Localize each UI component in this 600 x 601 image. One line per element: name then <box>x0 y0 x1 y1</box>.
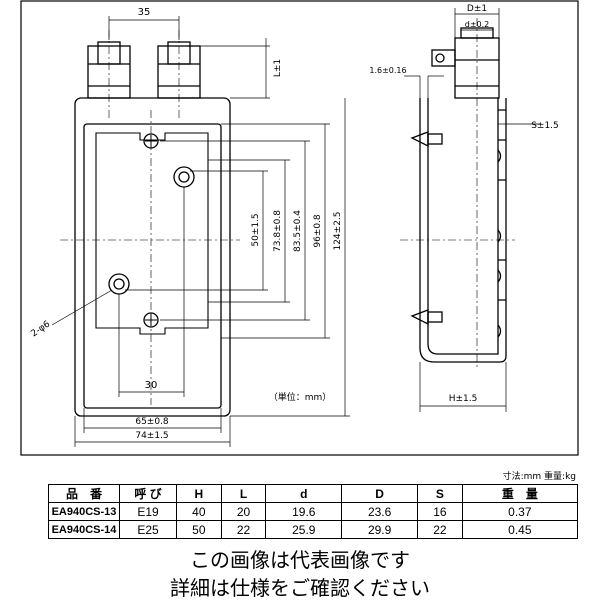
table-row: EA940CS-14 E25 50 22 25.9 29.9 22 0.45 <box>48 520 579 539</box>
cell-S: 16 <box>417 502 463 521</box>
header-H: H <box>176 484 222 503</box>
dim-width-top: 35 <box>138 7 151 18</box>
header-nominal: 呼 び <box>119 484 177 503</box>
cell-nominal: E19 <box>119 502 177 521</box>
header-part-no: 品 番 <box>48 484 120 503</box>
spec-table: 品 番 呼 び H L d D S 重 量 EA940CS-13 E19 40 … <box>48 484 579 539</box>
dim-holes: 2-φ6 <box>30 319 53 339</box>
dim-H: H±1.5 <box>449 394 478 404</box>
table-header-row: 品 番 呼 び H L d D S 重 量 <box>48 484 579 503</box>
cell-D: 29.9 <box>341 520 419 539</box>
header-D: D <box>341 484 419 503</box>
dim-1-6: 1.6±0.16 <box>369 66 406 75</box>
cell-d: 19.6 <box>265 502 343 521</box>
dim-50: 50±1.5 <box>251 213 261 246</box>
check-specs-note: 詳細は仕様をご確認ください <box>170 576 430 600</box>
cell-D: 23.6 <box>341 502 419 521</box>
dim-124: 124±2.5 <box>333 211 343 250</box>
cell-H: 40 <box>176 502 222 521</box>
side-dimensions <box>404 8 540 412</box>
header-S: S <box>417 484 463 503</box>
dim-74: 74±1.5 <box>135 431 168 441</box>
dim-L: L±1 <box>273 59 283 77</box>
representative-image-note: この画像は代表画像です <box>190 548 410 572</box>
cell-part-no: EA940CS-14 <box>48 520 120 539</box>
front-view <box>74 41 231 417</box>
header-L: L <box>220 484 267 503</box>
dim-d: d±0.2 <box>465 20 490 29</box>
dim-83-5: 83.5±0.4 <box>293 210 303 252</box>
cell-weight: 0.45 <box>461 520 579 539</box>
cell-part-no: EA940CS-13 <box>48 502 120 521</box>
units-note: 寸法:mm 重量:kg <box>502 472 576 482</box>
dim-S: S±1.5 <box>531 121 559 131</box>
table-row: EA940CS-13 E19 40 20 19.6 23.6 16 0.37 <box>48 502 579 521</box>
dim-30: 30 <box>145 380 158 391</box>
cell-S: 22 <box>417 520 463 539</box>
header-d: d <box>265 484 343 503</box>
technical-drawing: 35 L±1 50±1.5 73.8±0.8 83.5±0.4 96±0.8 1… <box>20 0 579 456</box>
cell-d: 25.9 <box>265 520 343 539</box>
side-center-line <box>400 18 515 370</box>
dim-96: 96±0.8 <box>313 214 323 248</box>
cell-weight: 0.37 <box>461 502 579 521</box>
cell-nominal: E25 <box>119 520 177 539</box>
drawing-frame <box>20 0 579 456</box>
dim-D: D±1 <box>467 4 487 14</box>
header-weight: 重 量 <box>461 484 579 503</box>
dim-65: 65±0.8 <box>135 417 169 427</box>
dim-73-8: 73.8±0.8 <box>273 210 283 252</box>
center-lines <box>60 30 240 405</box>
front-dimensions <box>51 16 350 447</box>
cell-L: 22 <box>220 520 267 539</box>
cell-H: 50 <box>176 520 222 539</box>
side-view <box>410 27 507 363</box>
cell-L: 20 <box>220 502 267 521</box>
unit-note: （単位：mm） <box>269 391 332 403</box>
